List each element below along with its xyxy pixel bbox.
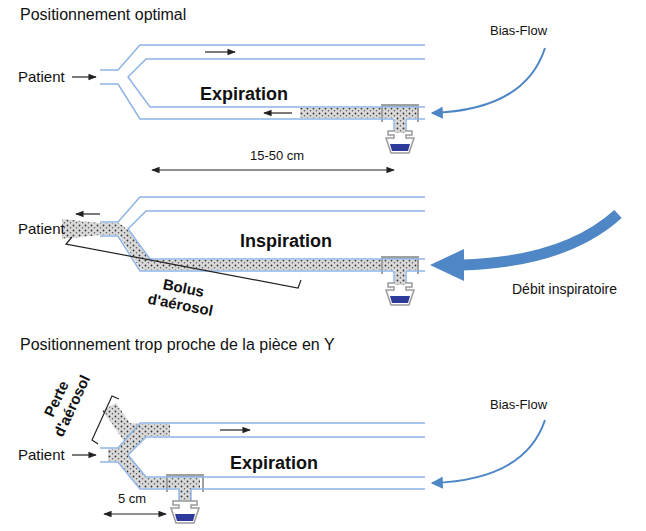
- flow-label: Débit inspiratoire: [512, 281, 617, 297]
- flow-label: Bias-Flow: [490, 24, 547, 39]
- section-title: Positionnement optimal: [20, 6, 186, 24]
- section-title: Positionnement trop proche de la pièce e…: [20, 336, 335, 354]
- phase-label: Inspiration: [240, 231, 332, 252]
- patient-label: Patient: [18, 446, 65, 463]
- bracket-label: Perte d'aérosol: [32, 360, 95, 443]
- patient-label: Patient: [18, 220, 65, 237]
- circuit-too-close: [72, 396, 425, 523]
- bracket-label: Bolus d'aérosol: [141, 272, 222, 320]
- phase-label: Expiration: [230, 453, 318, 474]
- dimension-label: 15-50 cm: [250, 149, 304, 164]
- circuit-inspiration-optimal: [62, 197, 425, 305]
- patient-label: Patient: [18, 68, 65, 85]
- dimension-label: 5 cm: [118, 492, 146, 507]
- phase-label: Expiration: [200, 84, 288, 105]
- flow-label: Bias-Flow: [490, 398, 547, 413]
- circuit-expiration-optimal: [72, 45, 425, 170]
